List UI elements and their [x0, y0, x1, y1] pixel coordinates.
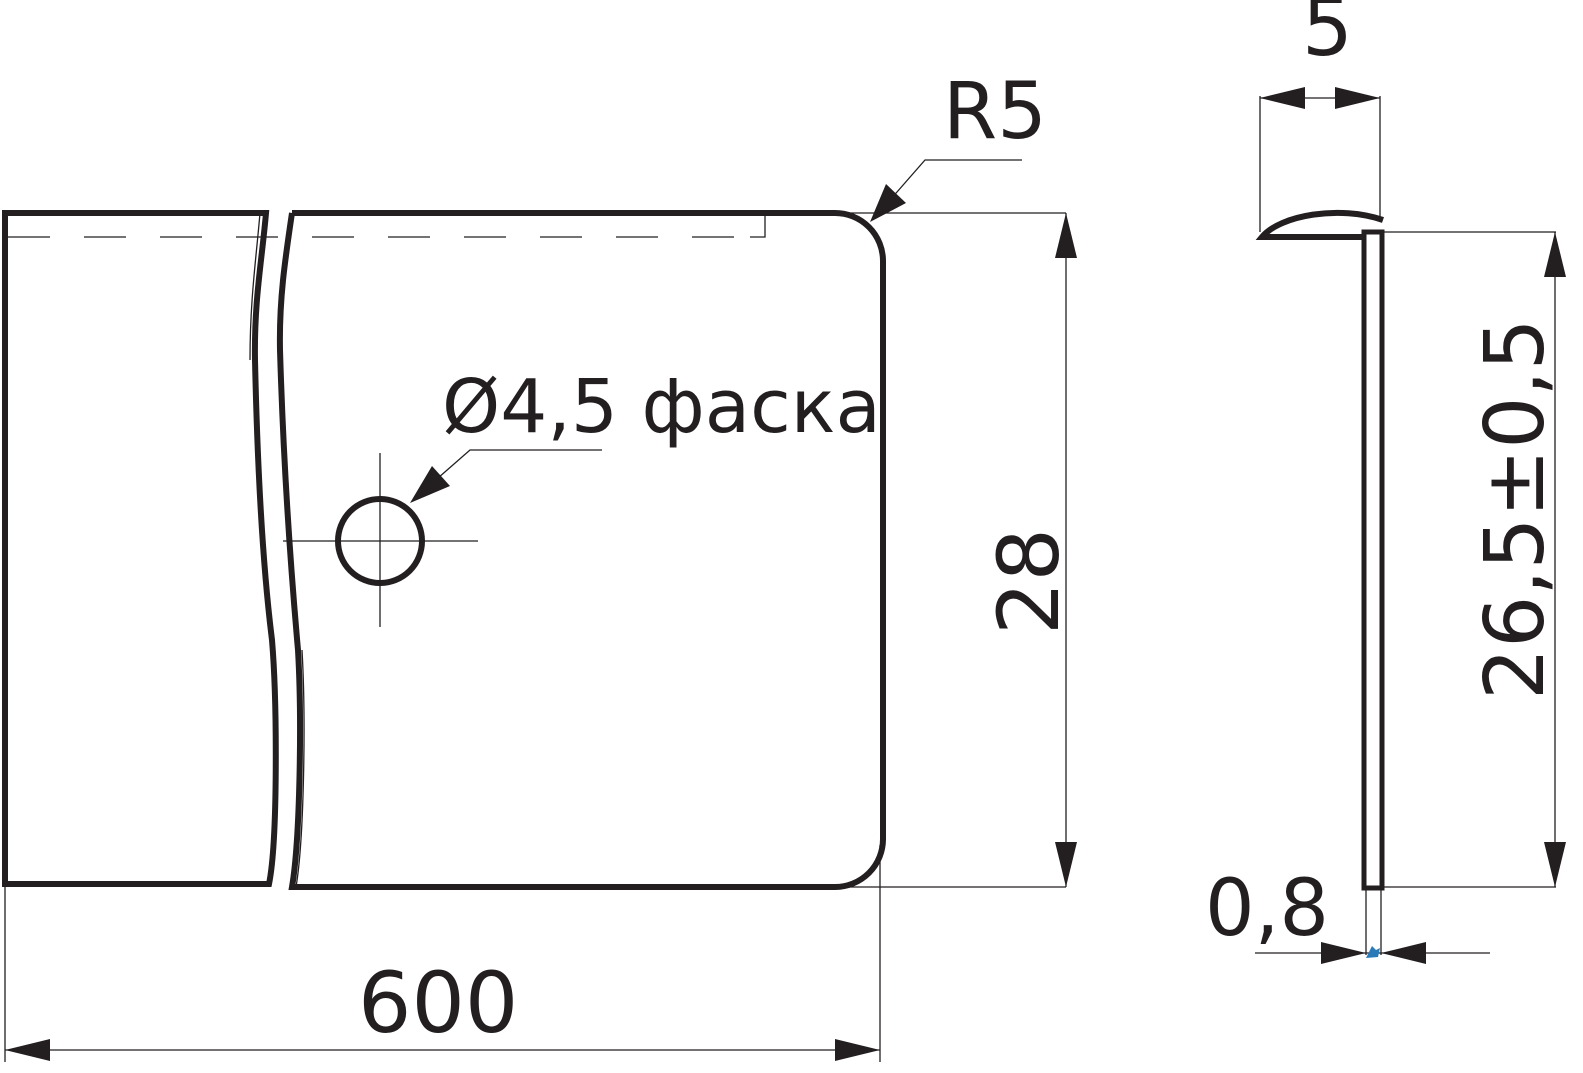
thickness-label: 0,8	[1205, 864, 1329, 954]
lip-arrow-left	[1260, 87, 1305, 109]
part-right-outline	[276, 210, 886, 890]
profile-height-label: 26,5±0,5	[1468, 318, 1563, 700]
thickness-marker	[1366, 946, 1380, 958]
length-arrow-right	[835, 1039, 880, 1061]
length-arrow-left	[5, 1039, 50, 1061]
thickness-arrow-left	[1321, 942, 1366, 964]
hole-leader-arrow	[410, 466, 450, 503]
radius-leader-arrow	[870, 184, 906, 222]
hole-label: Ø4,5 фаска	[442, 364, 881, 450]
hole-leader	[429, 449, 602, 486]
profile-wall	[1361, 229, 1385, 891]
radius-label: R5	[943, 67, 1047, 157]
length-label: 600	[358, 954, 518, 1052]
profile-arrow-top	[1544, 232, 1566, 277]
height-arrow-bottom	[1055, 842, 1077, 887]
lip-arrow-right	[1335, 87, 1380, 109]
height-label: 28	[980, 528, 1078, 635]
thickness-arrow-right	[1381, 942, 1426, 964]
lip-width-label: 5	[1302, 0, 1353, 74]
hidden-line-end	[750, 216, 766, 238]
part-left-outline	[2, 210, 279, 887]
profile-arrow-bottom	[1544, 842, 1566, 887]
profile-lip	[1255, 209, 1384, 240]
break-line	[249, 212, 305, 888]
height-arrow-top	[1055, 213, 1077, 258]
radius-leader	[889, 159, 1022, 201]
